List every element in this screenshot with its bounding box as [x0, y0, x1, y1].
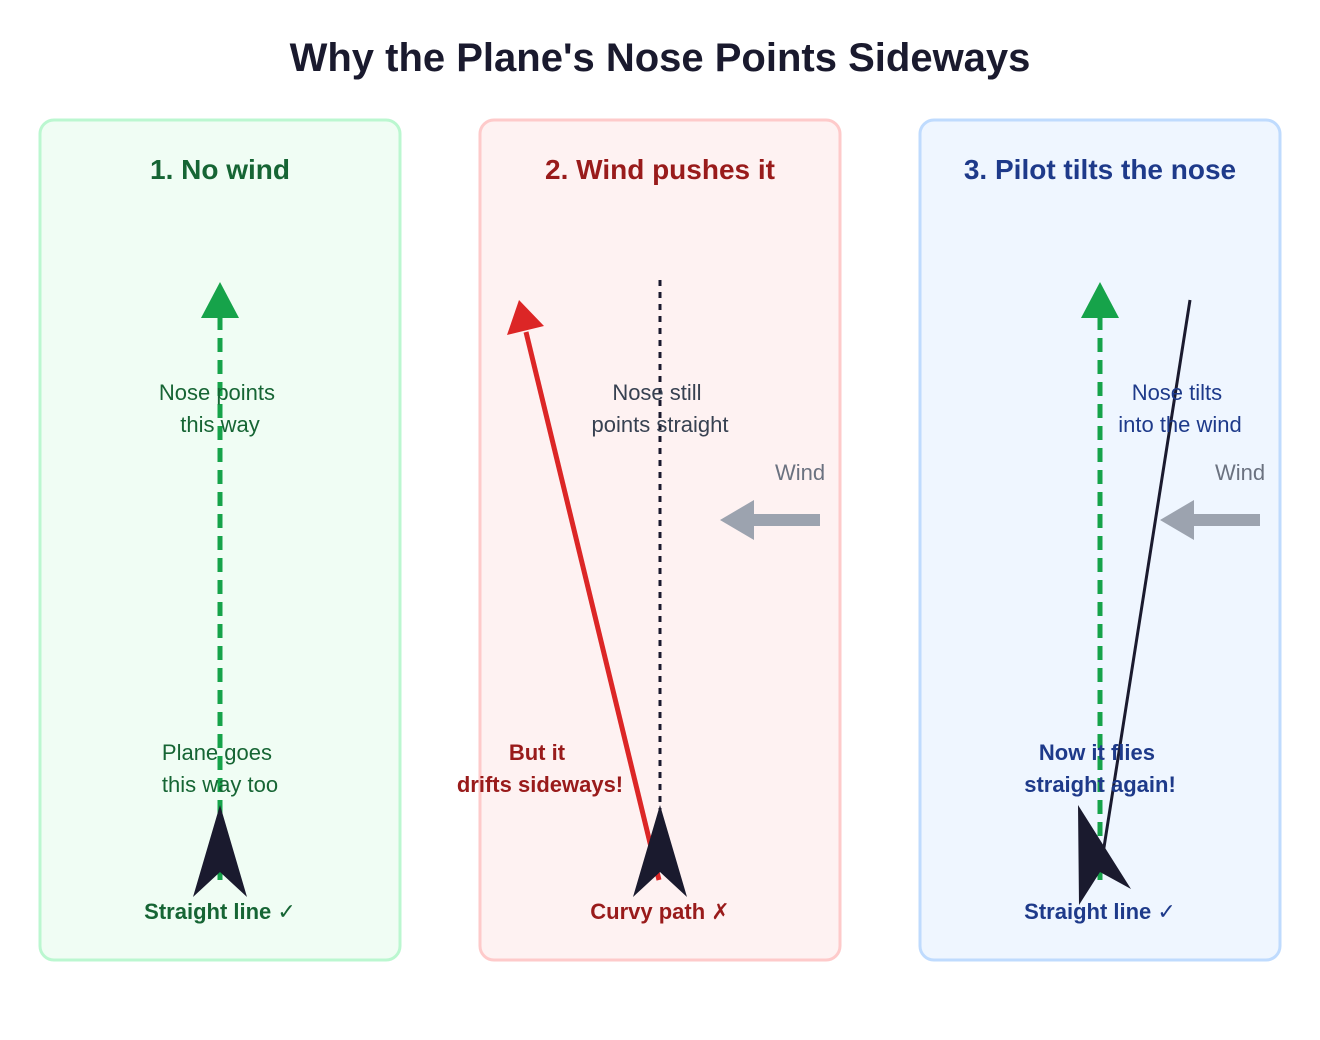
panel-wind-pushes: 2. Wind pushes it Nose still points stra…: [457, 118, 842, 962]
panel-2-drift-label: But it drifts sideways!: [457, 740, 623, 797]
panel-no-wind: 1. No wind Nose points this way Plane go…: [38, 118, 402, 962]
panel-1-path-arrowhead: [201, 282, 239, 318]
panel-1-path-label: Plane goes this way too: [162, 740, 278, 797]
panel-3-nose-label: Nose tilts into the wind: [1118, 380, 1242, 437]
panel-2-wind-label: Wind: [775, 460, 825, 485]
panel-2-plane-icon: [633, 805, 687, 897]
panel-2-drift-path-line: [523, 331, 662, 881]
panel-3-footer: Straight line ✓: [1024, 899, 1176, 924]
page-title: Why the Plane's Nose Points Sideways: [290, 36, 1031, 80]
panel-3-plane-icon: [1078, 805, 1131, 905]
panel-3-title: 3. Pilot tilts the nose: [964, 154, 1236, 185]
panel-pilot-tilts: 3. Pilot tilts the nose Nose tilts into …: [918, 118, 1282, 962]
panel-3-nose-heading-line: [1100, 299, 1192, 861]
panel-2-footer: Curvy path ✗: [590, 899, 729, 924]
panel-3-wind-label: Wind: [1215, 460, 1265, 485]
panel-2-wind-arrow: [720, 500, 820, 540]
panel-1-plane-icon: [193, 805, 247, 897]
panel-1-title: 1. No wind: [150, 154, 290, 185]
panel-2-nose-label: Nose still points straight: [592, 380, 729, 437]
panel-3-wind-arrow: [1160, 500, 1260, 540]
panel-1-nose-label: Nose points this way: [159, 380, 281, 437]
panel-2-title: 2. Wind pushes it: [545, 154, 775, 185]
panel-1-footer: Straight line ✓: [144, 899, 296, 924]
panel-3-path-arrowhead: [1081, 282, 1119, 318]
panel-2-drift-arrowhead: [507, 300, 544, 335]
panel-3-path-label: Now it flies straight again!: [1024, 740, 1176, 797]
panel-2-box: [478, 118, 842, 962]
